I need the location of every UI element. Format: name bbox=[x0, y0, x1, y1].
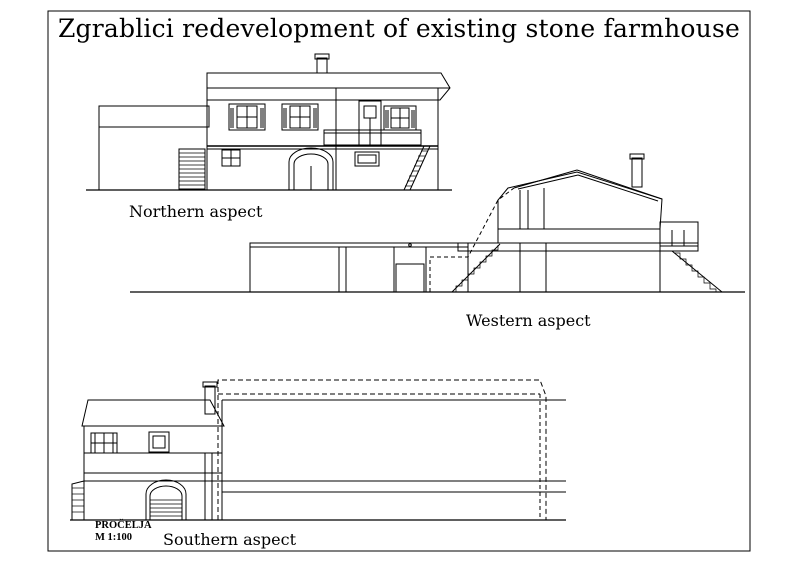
drawing-title: Zgrablici redevelopment of existing ston… bbox=[57, 14, 740, 43]
stamp-title: PROČELJA bbox=[95, 520, 152, 531]
western-aspect-label: Western aspect bbox=[466, 311, 591, 330]
southern-aspect-label: Southern aspect bbox=[163, 530, 296, 549]
northern-elevation bbox=[86, 54, 452, 190]
southern-elevation bbox=[70, 380, 566, 520]
scale-stamp: PROČELJA M 1:100 bbox=[95, 520, 152, 544]
north-window-1 bbox=[229, 104, 265, 130]
north-window-2 bbox=[282, 104, 318, 130]
western-elevation bbox=[130, 154, 745, 292]
stamp-scale: M 1:100 bbox=[95, 532, 133, 543]
north-window-3 bbox=[384, 106, 416, 130]
northern-aspect-label: Northern aspect bbox=[129, 202, 263, 221]
sheet-border bbox=[48, 11, 750, 551]
